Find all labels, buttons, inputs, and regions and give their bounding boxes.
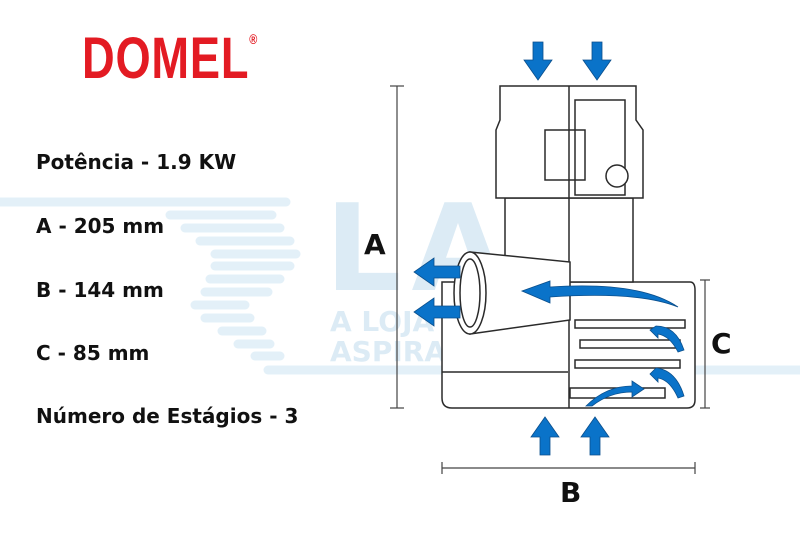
dim-b-label: B bbox=[560, 476, 582, 509]
dim-c-label: C bbox=[711, 327, 732, 360]
spec-c: C - 85 mm bbox=[36, 341, 150, 365]
dim-a-label: A bbox=[364, 228, 386, 261]
spec-power: Potência - 1.9 KW bbox=[36, 150, 237, 174]
spec-a: A - 205 mm bbox=[36, 214, 165, 238]
arrow-internal-main bbox=[520, 280, 679, 308]
arrow-internal-4 bbox=[585, 380, 645, 407]
arrow-in-top-2 bbox=[582, 41, 612, 81]
arrow-out-2 bbox=[413, 297, 461, 327]
arrow-out-1 bbox=[413, 257, 461, 287]
arrow-in-bottom-1 bbox=[530, 416, 560, 456]
spec-b: B - 144 mm bbox=[36, 278, 164, 302]
arrow-in-top-1 bbox=[523, 41, 553, 81]
spec-stages: Número de Estágios - 3 bbox=[36, 404, 299, 428]
arrow-internal-3 bbox=[649, 367, 685, 399]
arrow-in-bottom-2 bbox=[580, 416, 610, 456]
dimension-lines bbox=[390, 85, 710, 474]
arrow-internal-2 bbox=[649, 325, 685, 353]
logo-text: DOMEL bbox=[82, 26, 250, 91]
domel-logo: DOMEL® bbox=[82, 30, 258, 88]
motor-body bbox=[441, 85, 696, 409]
airflow-arrows bbox=[413, 41, 685, 456]
registered-mark: ® bbox=[249, 31, 259, 47]
